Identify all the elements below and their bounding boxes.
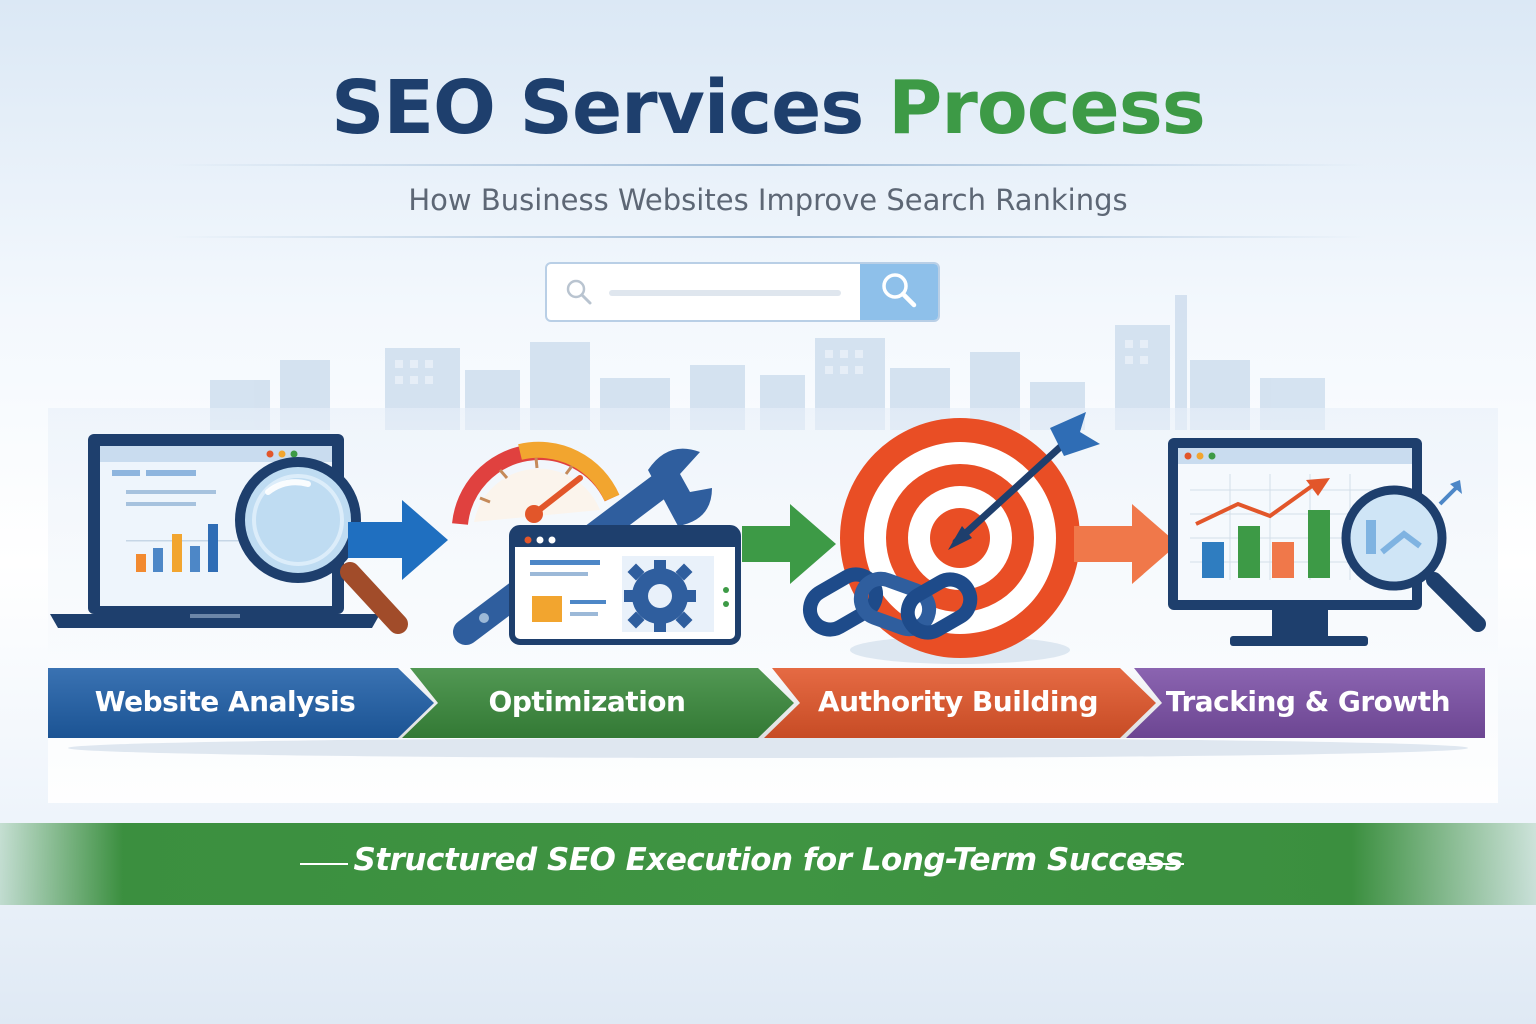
tagline-left-rule bbox=[300, 863, 348, 865]
gauge-wrench-gear-icon bbox=[452, 441, 741, 645]
search-button[interactable] bbox=[860, 264, 938, 320]
subtitle-divider bbox=[170, 236, 1366, 238]
step-label-tracking-growth: Tracking & Growth bbox=[1165, 685, 1451, 718]
search-bar[interactable] bbox=[545, 262, 940, 322]
page-title: SEO Services Process bbox=[0, 65, 1536, 151]
step-label-website-analysis: Website Analysis bbox=[94, 685, 356, 718]
monitor-chart-magnifier-icon bbox=[1168, 438, 1486, 646]
tagline: Structured SEO Execution for Long-Term S… bbox=[353, 842, 1183, 878]
subtitle: How Business Websites Improve Search Ran… bbox=[408, 183, 1128, 217]
laptop-magnifier-icon bbox=[50, 434, 408, 634]
tagline-banner bbox=[0, 823, 1536, 905]
title-divider bbox=[170, 164, 1366, 166]
step-label-authority-building: Authority Building bbox=[817, 685, 1099, 718]
search-input-placeholder-line[interactable] bbox=[609, 290, 841, 296]
target-arrow-chain-icon bbox=[803, 412, 1100, 664]
tagline-right-rule bbox=[1136, 863, 1184, 865]
title-part-process: Process bbox=[888, 65, 1206, 151]
title-part-seo-services: SEO Services bbox=[331, 65, 864, 151]
search-icon bbox=[879, 270, 919, 314]
search-icon bbox=[565, 278, 593, 310]
step-label-optimization: Optimization bbox=[488, 685, 686, 718]
